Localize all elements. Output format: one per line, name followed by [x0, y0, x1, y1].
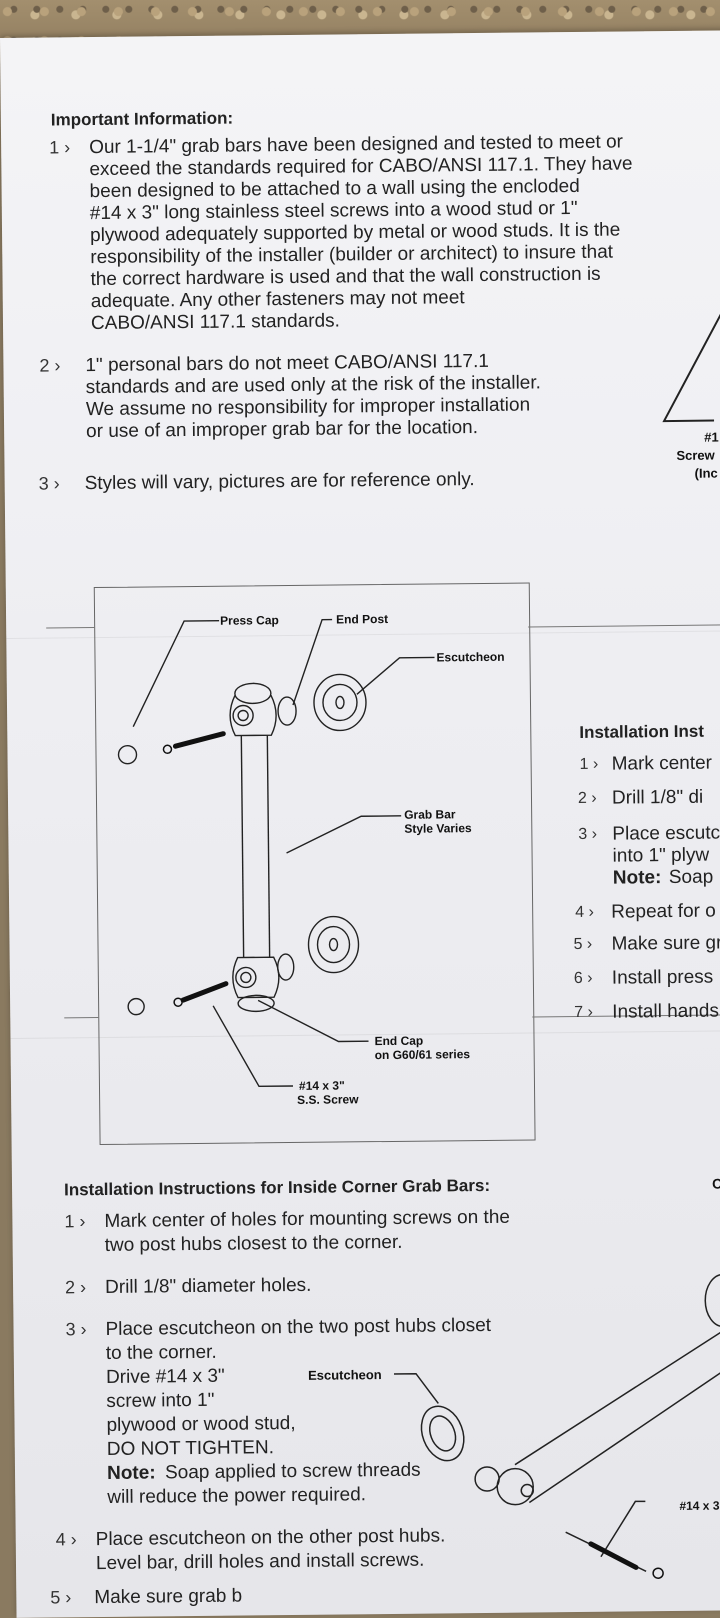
corner-step-3-line-4: screw into 1" [106, 1389, 215, 1412]
corner-note-line-1: Soap applied to screw threads [164, 1459, 421, 1484]
partial-step-3: Place escutc [612, 822, 720, 845]
important-item-2-line-4: or use of an improper grab bar for the l… [86, 417, 479, 443]
partial-step-6: Install press [611, 966, 714, 989]
partial-step-4: Repeat for o [611, 900, 716, 923]
important-item-1-line-9: CABO/ANSI 117.1 standards. [90, 310, 340, 335]
important-item-3-line-1: Styles will vary, pictures are for refer… [84, 469, 475, 495]
item-number: 1 › [64, 1211, 86, 1232]
corner-step-3-line-5: plywood or wood stud, [106, 1412, 296, 1436]
corner-note-label: Note: [106, 1462, 156, 1484]
corner-step-3-line-6: DO NOT TIGHTEN. [106, 1437, 275, 1460]
corner-step-2-line-1: Drill 1/8" diameter holes. [104, 1274, 312, 1298]
item-number: 1 › [579, 755, 599, 773]
important-item-1-line-8: adequate. Any other fasteners may not me… [90, 287, 465, 313]
divider-line [528, 624, 720, 628]
grab-bar-style-label: Style Varies [404, 821, 472, 836]
important-item-1-line-7: the correct hardware is used and that th… [90, 263, 601, 291]
item-number: 2 › [39, 355, 61, 376]
corner-step-1-line-2: two post hubs closest to the corner. [104, 1231, 403, 1256]
corner-label-partial: Co [711, 1175, 720, 1192]
inside-corner-heading: Installation Instructions for Inside Cor… [63, 1175, 491, 1200]
partial-step-3-cont: into 1" plyw [612, 844, 710, 867]
instruction-sheet: Important Information: 1 › Our 1-1/4" gr… [0, 30, 720, 1618]
corner-step-4-line-2: Level bar, drill holes and install screw… [95, 1549, 425, 1575]
corner-grab-bar-illustration [392, 1273, 720, 1579]
item-number: 3 › [65, 1319, 87, 1340]
item-number: 3 › [578, 825, 598, 843]
partial-note-label: Note: [612, 867, 662, 889]
corner-step-1-line-1: Mark center of holes for mounting screws… [104, 1206, 511, 1232]
corner-step-4-line-1: Place escutcheon on the other post hubs. [95, 1525, 446, 1551]
screw-label-partial: (Inc [694, 465, 718, 481]
item-number: 4 › [55, 1529, 77, 1550]
press-cap-label: Press Cap [220, 613, 279, 628]
corner-step-5-line-1: Make sure grab b [94, 1585, 243, 1609]
partial-note-text: Soap [668, 866, 714, 889]
corner-note-line-2: will reduce the power required. [107, 1484, 367, 1508]
screw-label-partial: Screw [676, 447, 715, 463]
item-number: 6 › [573, 969, 593, 988]
screw-label-partial: #1 [704, 429, 719, 445]
partial-step-2: Drill 1/8" di [611, 786, 704, 809]
end-cap-label: End Cap [374, 1033, 424, 1049]
escutcheon-label: Escutcheon [436, 649, 505, 665]
item-number: 5 › [50, 1587, 72, 1608]
screw-label: #14 x 3" [298, 1078, 345, 1093]
item-number: 5 › [573, 935, 593, 954]
corner-bracket-drawing [662, 309, 720, 423]
item-number: 2 › [577, 789, 597, 807]
grab-bar-illustration [117, 618, 435, 1088]
important-heading: Important Information: [50, 108, 234, 130]
end-post-label: End Post [336, 611, 389, 627]
installation-heading-partial: Installation Inst [579, 721, 705, 742]
partial-step-5: Make sure gr [611, 932, 720, 955]
partial-step-7: Install hands [612, 1000, 720, 1023]
item-number: 4 › [575, 903, 594, 922]
end-cap-series-label: on G60/61 series [374, 1047, 471, 1063]
corner-step-3-line-3: Drive #14 x 3" [105, 1365, 225, 1388]
divider-line [64, 1017, 99, 1019]
item-number: 7 › [574, 1003, 593, 1022]
item-number: 1 › [49, 137, 71, 158]
screw-type-label: S.S. Screw [297, 1092, 359, 1107]
item-number: 3 › [38, 473, 60, 494]
grab-bar-label: Grab Bar [404, 807, 456, 822]
partial-step-1: Mark center [611, 752, 713, 775]
corner-escutcheon-label: Escutcheon [307, 1367, 382, 1383]
item-number: 2 › [64, 1277, 87, 1298]
divider-line [46, 627, 95, 629]
corner-step-3-line-2: to the corner. [105, 1341, 217, 1364]
